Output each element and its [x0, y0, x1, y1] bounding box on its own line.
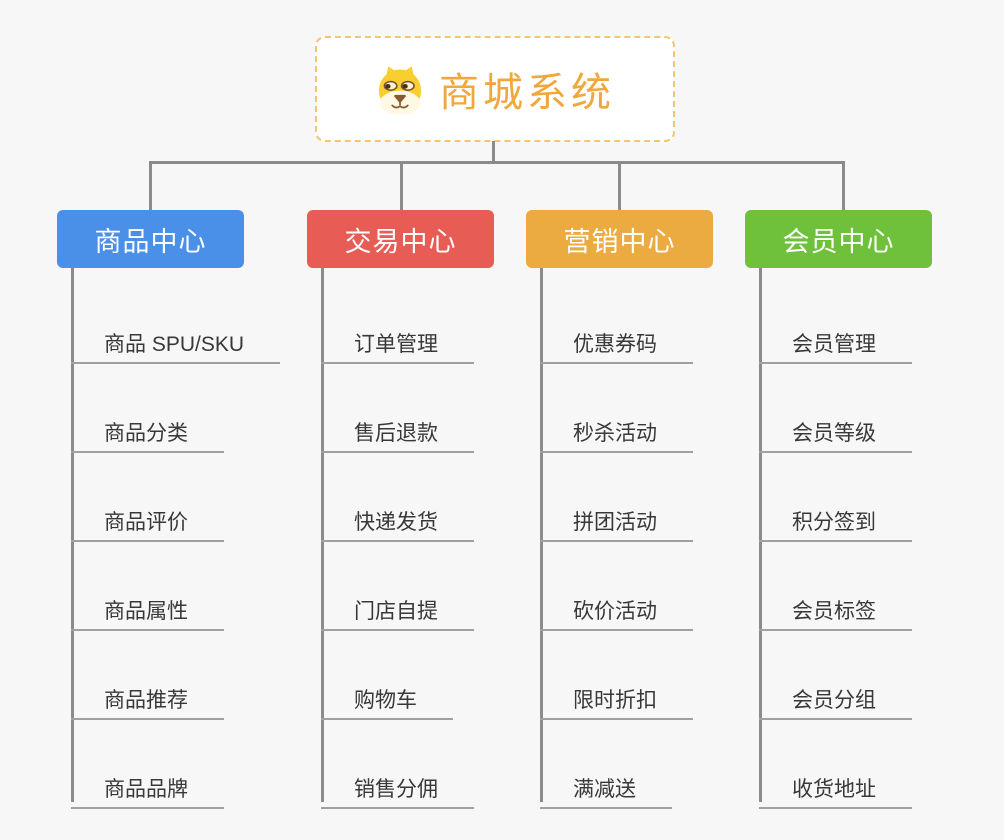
leaf-node[interactable]: 秒杀活动	[540, 404, 693, 453]
leaf-node[interactable]: 商品分类	[71, 404, 224, 453]
leaf-node[interactable]: 销售分佣	[321, 760, 474, 809]
leaf-node[interactable]: 收货地址	[759, 760, 912, 809]
connector-root-stub	[492, 141, 495, 164]
branch-trunk-line	[321, 268, 324, 802]
connector-drop-product	[149, 161, 152, 213]
root-node-mall-system[interactable]: 商城系统	[315, 36, 675, 142]
connector-drop-marketing	[618, 161, 621, 213]
leaf-node[interactable]: 会员管理	[759, 315, 912, 364]
branch-product-center: 商品中心 商品 SPU/SKU 商品分类商品评价商品属性商品推荐商品品牌	[57, 210, 317, 830]
leaf-node[interactable]: 快递发货	[321, 493, 474, 542]
branch-node-trade-center[interactable]: 交易中心	[307, 210, 494, 268]
leaf-node[interactable]: 拼团活动	[540, 493, 693, 542]
leaf-node[interactable]: 满减送	[540, 760, 672, 809]
leaf-list-product: 商品 SPU/SKU 商品分类商品评价商品属性商品推荐商品品牌	[57, 210, 317, 830]
leaf-node[interactable]: 商品推荐	[71, 671, 224, 720]
branch-trunk-line	[540, 268, 543, 802]
leaf-node[interactable]: 优惠券码	[540, 315, 693, 364]
leaf-node[interactable]: 会员等级	[759, 404, 912, 453]
branch-node-product-center[interactable]: 商品中心	[57, 210, 244, 268]
branch-trunk-line	[71, 268, 74, 802]
leaf-node[interactable]: 商品 SPU/SKU	[71, 315, 281, 364]
branch-node-marketing-center[interactable]: 营销中心	[526, 210, 713, 268]
leaf-list-trade: 订单管理售后退款快递发货门店自提购物车销售分佣	[307, 210, 567, 830]
leaf-node[interactable]: 积分签到	[759, 493, 912, 542]
leaf-node[interactable]: 门店自提	[321, 582, 474, 631]
leaf-node[interactable]: 订单管理	[321, 315, 474, 364]
leaf-node[interactable]: 商品品牌	[71, 760, 224, 809]
connector-drop-member	[842, 161, 845, 213]
leaf-node[interactable]: 商品评价	[71, 493, 224, 542]
leaf-node[interactable]: 购物车	[321, 671, 453, 720]
branch-trunk-line	[759, 268, 762, 802]
connector-horizontal-bar	[149, 161, 845, 164]
leaf-node[interactable]: 售后退款	[321, 404, 474, 453]
branch-node-member-center[interactable]: 会员中心	[745, 210, 932, 268]
branch-marketing-center: 营销中心 优惠券码秒杀活动拼团活动砍价活动限时折扣满减送	[526, 210, 786, 830]
leaf-node[interactable]: 商品属性	[71, 582, 224, 631]
leaf-node[interactable]: 砍价活动	[540, 582, 693, 631]
leaf-node[interactable]: 限时折扣	[540, 671, 693, 720]
leaf-node[interactable]: 会员标签	[759, 582, 912, 631]
leaf-node[interactable]: 会员分组	[759, 671, 912, 720]
doge-icon	[378, 66, 422, 114]
branch-member-center: 会员中心 会员管理会员等级积分签到会员标签会员分组收货地址	[745, 210, 1004, 830]
root-node-title: 商城系统	[439, 71, 615, 115]
branch-trade-center: 交易中心 订单管理售后退款快递发货门店自提购物车销售分佣	[307, 210, 567, 830]
connector-drop-trade	[400, 161, 403, 213]
leaf-list-member: 会员管理会员等级积分签到会员标签会员分组收货地址	[745, 210, 1004, 830]
leaf-list-marketing: 优惠券码秒杀活动拼团活动砍价活动限时折扣满减送	[526, 210, 786, 830]
